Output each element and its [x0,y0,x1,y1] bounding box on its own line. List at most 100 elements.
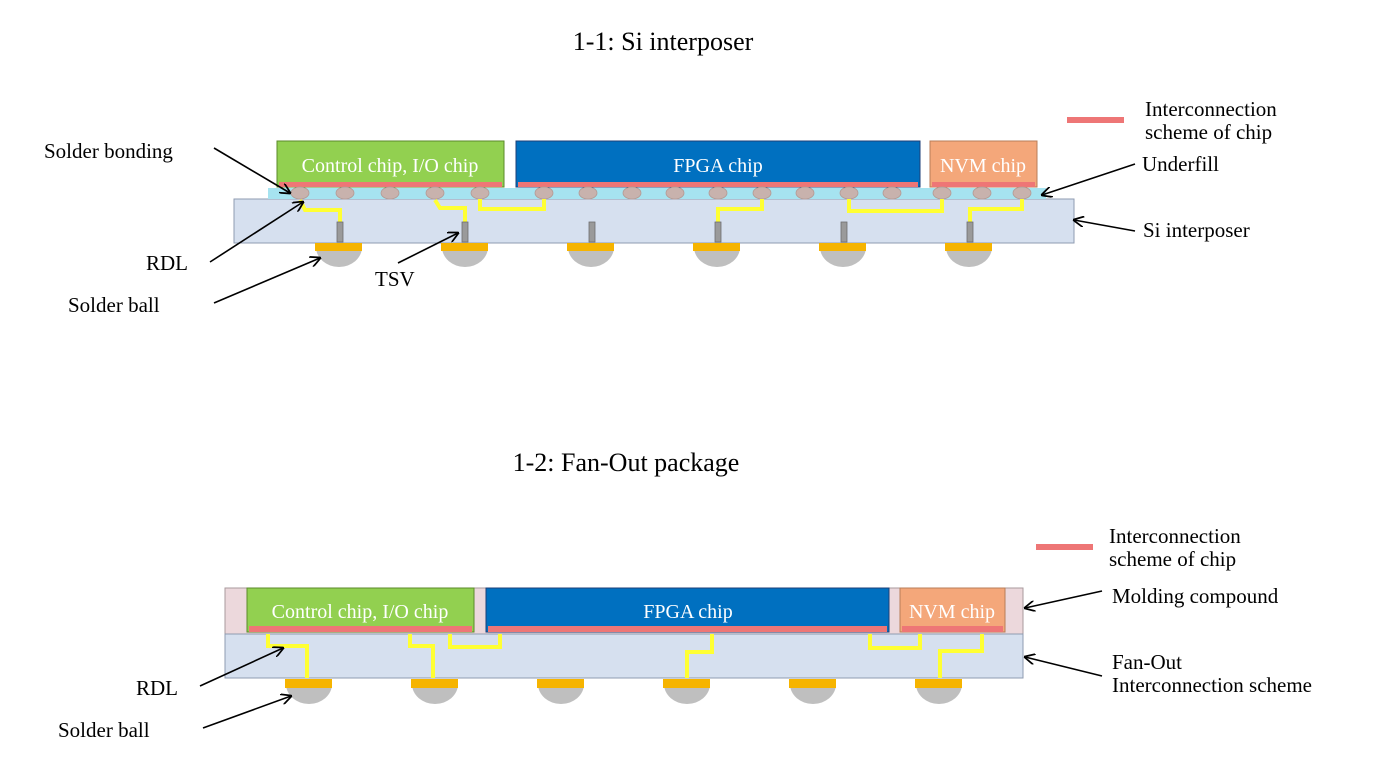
solder-bump [708,186,728,200]
solder-ball [286,684,332,704]
top-legend-line2: scheme of chip [1145,120,1272,144]
ball-pad [789,679,836,688]
solder-bonding-label: Solder bonding [44,139,173,163]
tsv [966,221,974,243]
top-rdl-label: RDL [146,251,188,275]
fanout-section: 1-2: Fan-Out package Interconnection sch… [58,448,1312,742]
rdl-trace [968,199,1024,222]
solder-bump [795,186,815,200]
solder-bump [932,186,952,200]
tsv [714,221,722,243]
bottom-rdl-arrow [199,648,283,687]
tsv [840,221,848,243]
si-interposer-body [233,198,1075,244]
solder-ball [694,247,740,267]
solder-bump [470,186,490,200]
rdl-trace [433,198,467,222]
ball-pad [915,679,962,688]
top-legend-line1: Interconnection [1145,97,1277,121]
top-rdl-traces [298,198,1024,222]
bottom-solder-balls [285,679,962,704]
nvm-chip [929,140,1038,188]
fanout-interconnection-layer [224,633,1024,679]
ball-pad [285,679,332,688]
ball-pad [441,243,488,251]
ball-pad [693,243,740,251]
bottom-control-chip [246,587,475,633]
top-solder-ball-arrow [213,258,320,304]
top-title: 1-1: Si interposer [573,27,754,56]
bottom-fpga-chip-label: FPGA chip [643,601,732,623]
ball-pad [945,243,992,251]
solder-bump [290,186,310,200]
si-interposer-label: Si interposer [1143,218,1250,242]
bottom-nvm-chip [899,587,1006,633]
solder-bump [839,186,859,200]
solder-bump [882,186,902,200]
bottom-solder-ball-label: Solder ball [58,718,150,742]
solder-ball [568,247,614,267]
fanout-label-line2: Interconnection scheme [1112,673,1312,697]
solder-bump [665,186,685,200]
top-solder-ball-label: Solder ball [68,293,160,317]
solder-ball [820,247,866,267]
tsv [461,221,469,243]
si-interposer-section: 1-1: Si interposer Interconnection schem… [44,27,1277,317]
rdl-trace [448,634,502,649]
bottom-fpga-interconnect [488,626,887,632]
rdl-trace [478,199,546,211]
bottom-solder-ball-arrow [202,696,291,729]
solder-bump [335,186,355,200]
solder-bump [578,186,598,200]
fpga-chip [515,140,921,188]
rdl-trace [408,634,435,678]
bottom-legend-swatch [1036,544,1093,550]
top-fpga-chip-label: FPGA chip [673,155,762,177]
solder-bump [752,186,772,200]
rdl-trace [716,199,764,222]
solder-bumps [290,186,1032,200]
solder-bump [534,186,554,200]
molding-compound-label: Molding compound [1112,584,1279,608]
rdl-trace [685,634,714,678]
top-nvm-chip-label: NVM chip [940,155,1026,177]
bottom-nvm-chip-label: NVM chip [909,601,995,623]
top-arrows [209,147,1136,304]
molding-compound-arrow [1025,590,1103,608]
fanout-label-line1: Fan-Out [1112,650,1182,674]
underfill-label: Underfill [1142,152,1219,176]
solder-bump [380,186,400,200]
solder-ball [664,684,710,704]
rdl-trace [266,634,309,678]
bottom-control-chip-label: Control chip, I/O chip [272,601,449,623]
bottom-rdl-label: RDL [136,676,178,700]
bottom-arrows [199,590,1103,729]
ball-pad [819,243,866,251]
solder-bump [1012,186,1032,200]
ball-pad [537,679,584,688]
solder-bump [972,186,992,200]
tsv [336,221,344,243]
solder-ball [538,684,584,704]
solder-ball [916,684,962,704]
top-legend-swatch [1067,117,1124,123]
top-rdl-arrow [209,202,303,263]
solder-bonding-arrow [213,147,290,193]
solder-ball [316,247,362,267]
solder-ball [442,247,488,267]
tsv-arrow [397,233,458,264]
tsv [588,221,596,243]
bottom-rdl-traces [266,634,984,678]
solder-ball [412,684,458,704]
tsv-label: TSV [375,267,415,291]
rdl-trace [847,199,944,213]
ball-pad [411,679,458,688]
control-interconnect [279,182,502,187]
bottom-legend-line1: Interconnection [1109,524,1241,548]
underfill-arrow [1042,163,1136,195]
solder-ball [946,247,992,267]
si-interposer-arrow [1074,220,1136,232]
ball-pad [567,243,614,251]
bottom-fpga-chip [485,587,890,633]
